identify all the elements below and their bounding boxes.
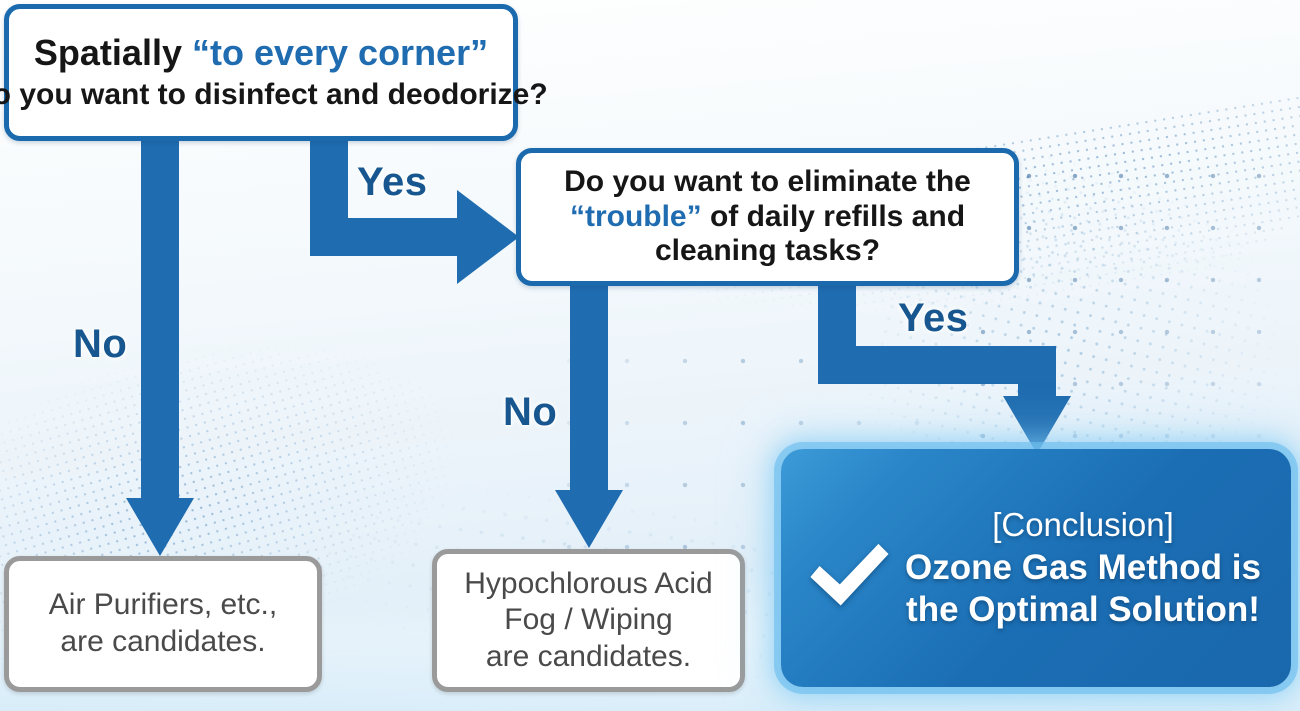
conclusion-label: [Conclusion]	[992, 506, 1174, 544]
question-1-highlight: “to every corner”	[191, 32, 489, 74]
connector-line-horizontal	[818, 346, 1056, 384]
connector-line	[570, 284, 608, 492]
arrowhead-down	[126, 498, 194, 556]
question-2-line-1: Do you want to eliminate the	[564, 164, 971, 198]
outcome-box-hypochlorous-acid[interactable]: Hypochlorous Acid Fog / Wiping are candi…	[432, 549, 745, 692]
question-2-highlight: “trouble”	[569, 199, 702, 233]
conclusion-box-ozone-gas[interactable]: [Conclusion] Ozone Gas Method is the Opt…	[781, 449, 1291, 687]
conclusion-line-2: the Optimal Solution!	[906, 589, 1260, 629]
question-1-line-1: Spatially “to every corner”	[34, 32, 488, 74]
outcome-box-air-purifiers[interactable]: Air Purifiers, etc., are candidates.	[4, 556, 322, 692]
question-1-line-2: do you want to disinfect and deodorize?	[0, 77, 548, 111]
question-box-daily-maintenance[interactable]: Do you want to eliminate the “trouble” o…	[516, 148, 1019, 286]
edge-label-q2-no: No	[503, 390, 558, 434]
edge-label-q2-yes: Yes	[898, 296, 969, 340]
edge-label-q1-yes: Yes	[357, 160, 428, 204]
outcome-left-line-2: are candidates.	[60, 625, 266, 658]
arrowhead-right	[457, 190, 519, 284]
outcome-left-line-1: Air Purifiers, etc.,	[48, 588, 278, 622]
arrowhead-down	[1003, 396, 1071, 454]
arrowhead-down	[555, 490, 623, 548]
conclusion-line-1: Ozone Gas Method is	[905, 547, 1261, 587]
connector-line-drop	[1018, 346, 1056, 400]
connector-line-horizontal	[310, 218, 462, 256]
edge-label-q1-no: No	[73, 322, 128, 366]
outcome-middle-line-2: Fog / Wiping	[504, 603, 673, 637]
connector-line	[141, 137, 179, 500]
outcome-middle-line-1: Hypochlorous Acid	[464, 566, 713, 600]
question-2-rest: of daily refills and	[701, 199, 966, 233]
question-box-spatial-coverage[interactable]: Spatially “to every corner” do you want …	[0, 4, 548, 141]
question-1-prefix: Spatially	[33, 32, 192, 74]
outcome-middle-line-3: are candidates.	[485, 639, 692, 673]
question-2-line-3: cleaning tasks?	[654, 234, 881, 268]
question-2-line-2: “trouble” of daily refills and	[570, 200, 965, 235]
check-icon	[810, 543, 889, 606]
conclusion-text-block: [Conclusion] Ozone Gas Method is the Opt…	[905, 505, 1261, 631]
